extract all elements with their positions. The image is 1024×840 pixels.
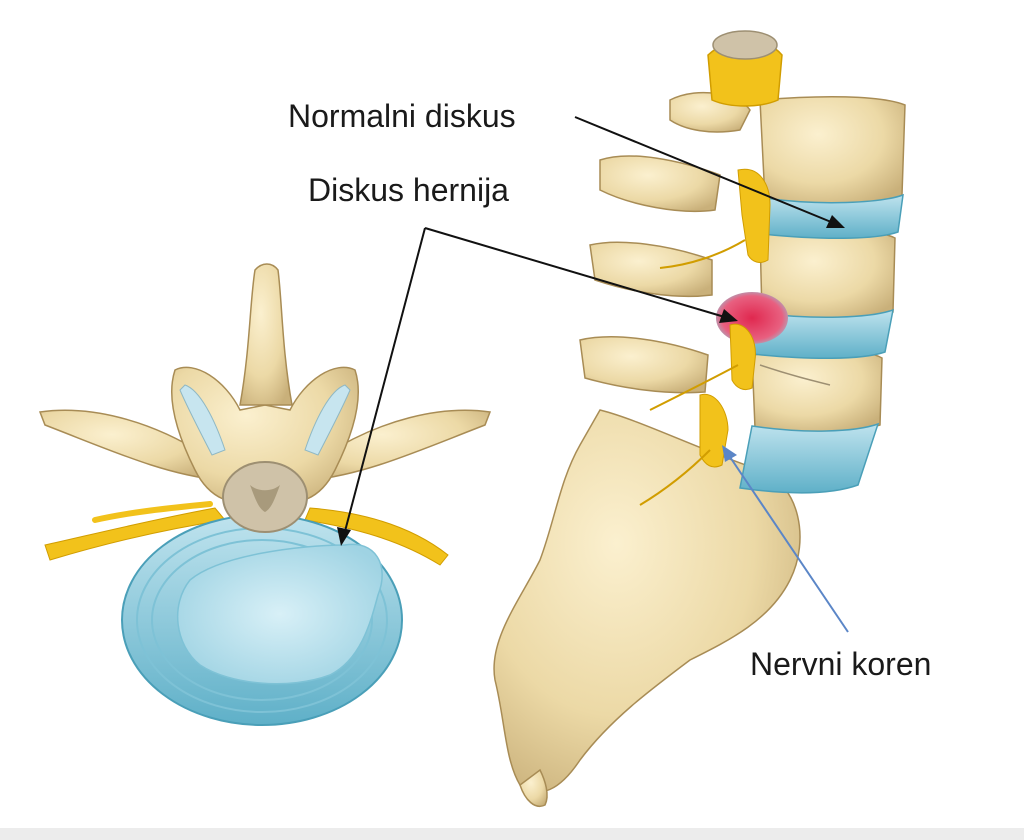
vertebral-arch [171, 366, 359, 506]
nerve-root-lateral-2 [729, 323, 756, 391]
lateral-spine [493, 30, 906, 807]
left-nerve-branch [92, 501, 213, 523]
annotation-arrows [337, 116, 849, 633]
posterior-process-3 [589, 241, 713, 298]
right-facet-joint [304, 384, 351, 456]
arrow-nerve-root [727, 453, 849, 633]
nerve-root-lateral-3 [699, 393, 729, 468]
arrow-hernia-axial [343, 227, 426, 536]
nucleus-pulposus [177, 543, 383, 685]
posterior-process-4 [579, 336, 709, 394]
disc-lateral-3 [739, 422, 880, 494]
posterior-process-2 [599, 155, 721, 213]
right-nerve-root [304, 507, 449, 566]
spinous-process [239, 263, 293, 406]
label-disc-herniation: Diskus hernija [308, 172, 509, 208]
label-nerve-root: Nervni koren [750, 646, 932, 682]
bottom-strip [0, 828, 1024, 840]
axial-vertebra [38, 263, 492, 726]
left-facet-joint [179, 384, 226, 456]
arrow-normal-disc [574, 116, 837, 225]
label-normal-disc: Normalni diskus [288, 98, 516, 134]
vertebral-body-3 [751, 349, 883, 433]
coccyx [519, 768, 548, 807]
arrow-hernia-lateral [424, 227, 729, 319]
nerve-root-lateral-1 [737, 168, 771, 263]
vertebral-body-1 [759, 95, 906, 206]
